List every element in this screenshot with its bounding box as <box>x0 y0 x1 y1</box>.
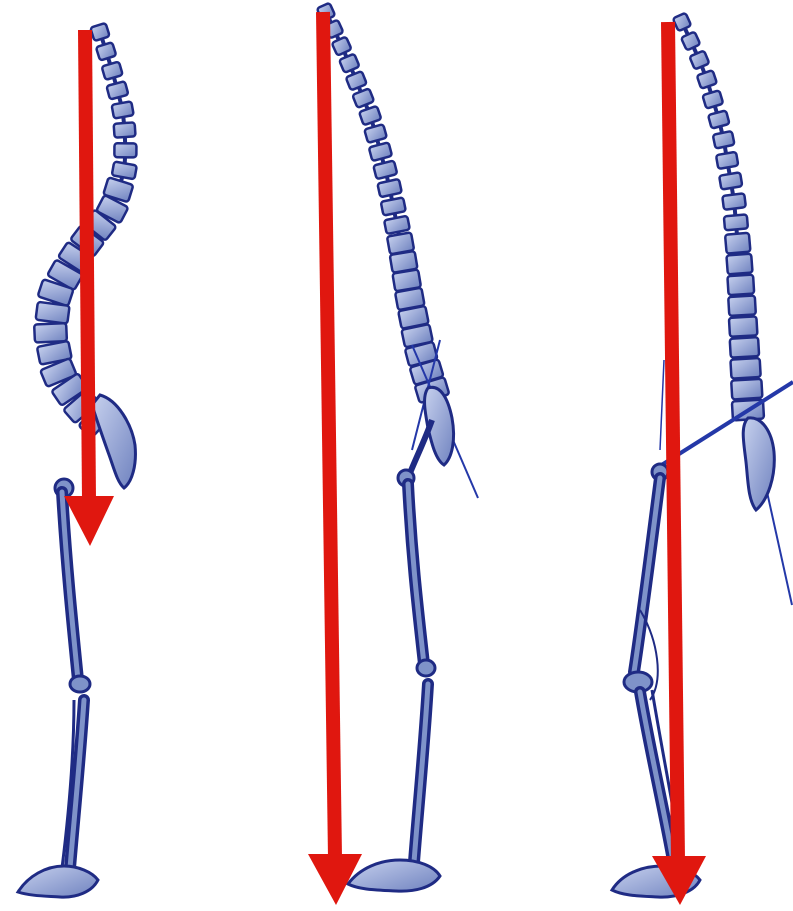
panel-3 <box>612 13 793 905</box>
vertebra <box>724 214 748 230</box>
panel-2 <box>308 3 478 905</box>
plumb-arrow <box>308 12 362 905</box>
vertebra <box>346 71 367 90</box>
vertebra <box>726 254 752 275</box>
vertebra <box>112 161 137 179</box>
vertebra <box>332 37 352 56</box>
vertebra <box>381 197 406 215</box>
vertebra <box>697 70 717 89</box>
vertebra <box>339 54 360 73</box>
sacrum <box>743 418 774 510</box>
vertebra <box>708 110 729 128</box>
vertebra <box>112 101 134 118</box>
vertebra <box>106 81 128 99</box>
vertebra <box>689 50 709 69</box>
vertebra <box>681 32 700 51</box>
vertebra <box>114 143 136 157</box>
vertebra <box>713 131 735 149</box>
vertebra <box>731 379 762 400</box>
vertebra <box>673 13 692 32</box>
vertebra <box>716 152 738 169</box>
vertebra <box>34 323 67 342</box>
vertebra <box>384 216 410 234</box>
tibia <box>62 700 84 868</box>
vertebra <box>352 88 374 108</box>
vertebra <box>730 358 760 379</box>
femur <box>624 464 668 700</box>
tibia <box>414 684 428 862</box>
vertebra <box>377 179 401 197</box>
vertebra <box>730 337 759 358</box>
panel-1 <box>18 23 137 897</box>
guide-line <box>660 360 664 450</box>
spine <box>673 13 764 421</box>
vertebra <box>725 233 750 254</box>
vertebra <box>114 122 136 137</box>
vertebra <box>722 193 746 210</box>
vertebra <box>373 160 397 179</box>
vertebra <box>369 142 392 161</box>
foot <box>348 860 440 891</box>
foot <box>18 866 98 897</box>
vertebra <box>729 316 758 337</box>
vertebra <box>719 172 742 189</box>
vertebra <box>364 124 387 143</box>
vertebra <box>96 42 116 60</box>
vertebra <box>727 275 754 296</box>
vertebra <box>90 23 109 41</box>
femur <box>398 470 435 676</box>
vertebra <box>702 90 723 108</box>
vertebra <box>728 295 756 315</box>
spine <box>317 3 450 403</box>
sacrum <box>92 395 135 488</box>
vertebra <box>36 302 70 324</box>
vertebra <box>359 106 381 125</box>
vertebra <box>102 61 123 79</box>
